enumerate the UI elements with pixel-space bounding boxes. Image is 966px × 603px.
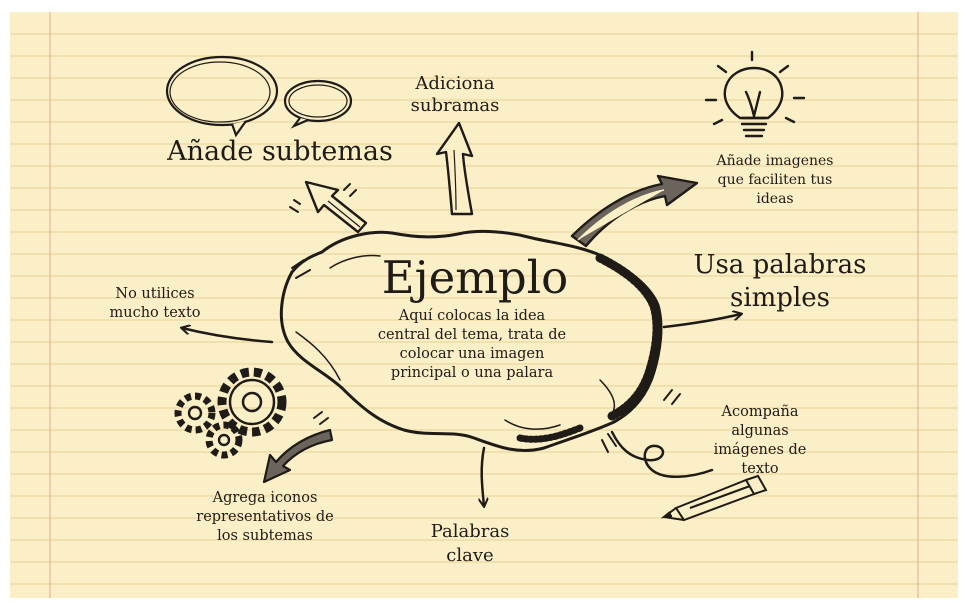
speech-bubbles-icon bbox=[165, 55, 353, 138]
branch-imagenes: Añade imagenes que faciliten tus ideas bbox=[716, 153, 834, 207]
lightbulb-icon bbox=[704, 50, 806, 138]
arrow-to-palabras-simples bbox=[662, 314, 741, 329]
gears-icon bbox=[174, 367, 287, 459]
arrow-to-palabras-clave bbox=[482, 446, 484, 506]
central-description: Aquí colocas la idea central del tema, t… bbox=[377, 308, 567, 381]
branch-iconos: Agrega iconos representativos de los sub… bbox=[196, 490, 334, 544]
arrow-to-mucho-texto bbox=[182, 328, 274, 344]
arrow-to-iconos bbox=[262, 428, 334, 484]
branch-subtemas: Añade subtemas bbox=[167, 136, 393, 167]
motion-marks bbox=[289, 183, 681, 453]
arrow-to-subramas bbox=[435, 121, 474, 216]
branch-mucho-texto: No utilices mucho texto bbox=[109, 286, 201, 321]
brain-icon bbox=[279, 229, 663, 452]
branch-subramas: Adiciona subramas bbox=[410, 73, 500, 116]
squiggle-to-pencil bbox=[610, 430, 714, 478]
central-title: Ejemplo bbox=[381, 251, 569, 304]
arrow-to-imagenes bbox=[570, 174, 699, 248]
branch-acompana: Acompaña algunas imágenes de texto bbox=[713, 404, 807, 477]
branch-palabras-clave: Palabras clave bbox=[430, 521, 510, 566]
branch-palabras-simples: Usa palabras simples bbox=[693, 250, 867, 313]
pencil-icon bbox=[660, 474, 768, 522]
arrow-to-subtemas bbox=[304, 180, 368, 234]
